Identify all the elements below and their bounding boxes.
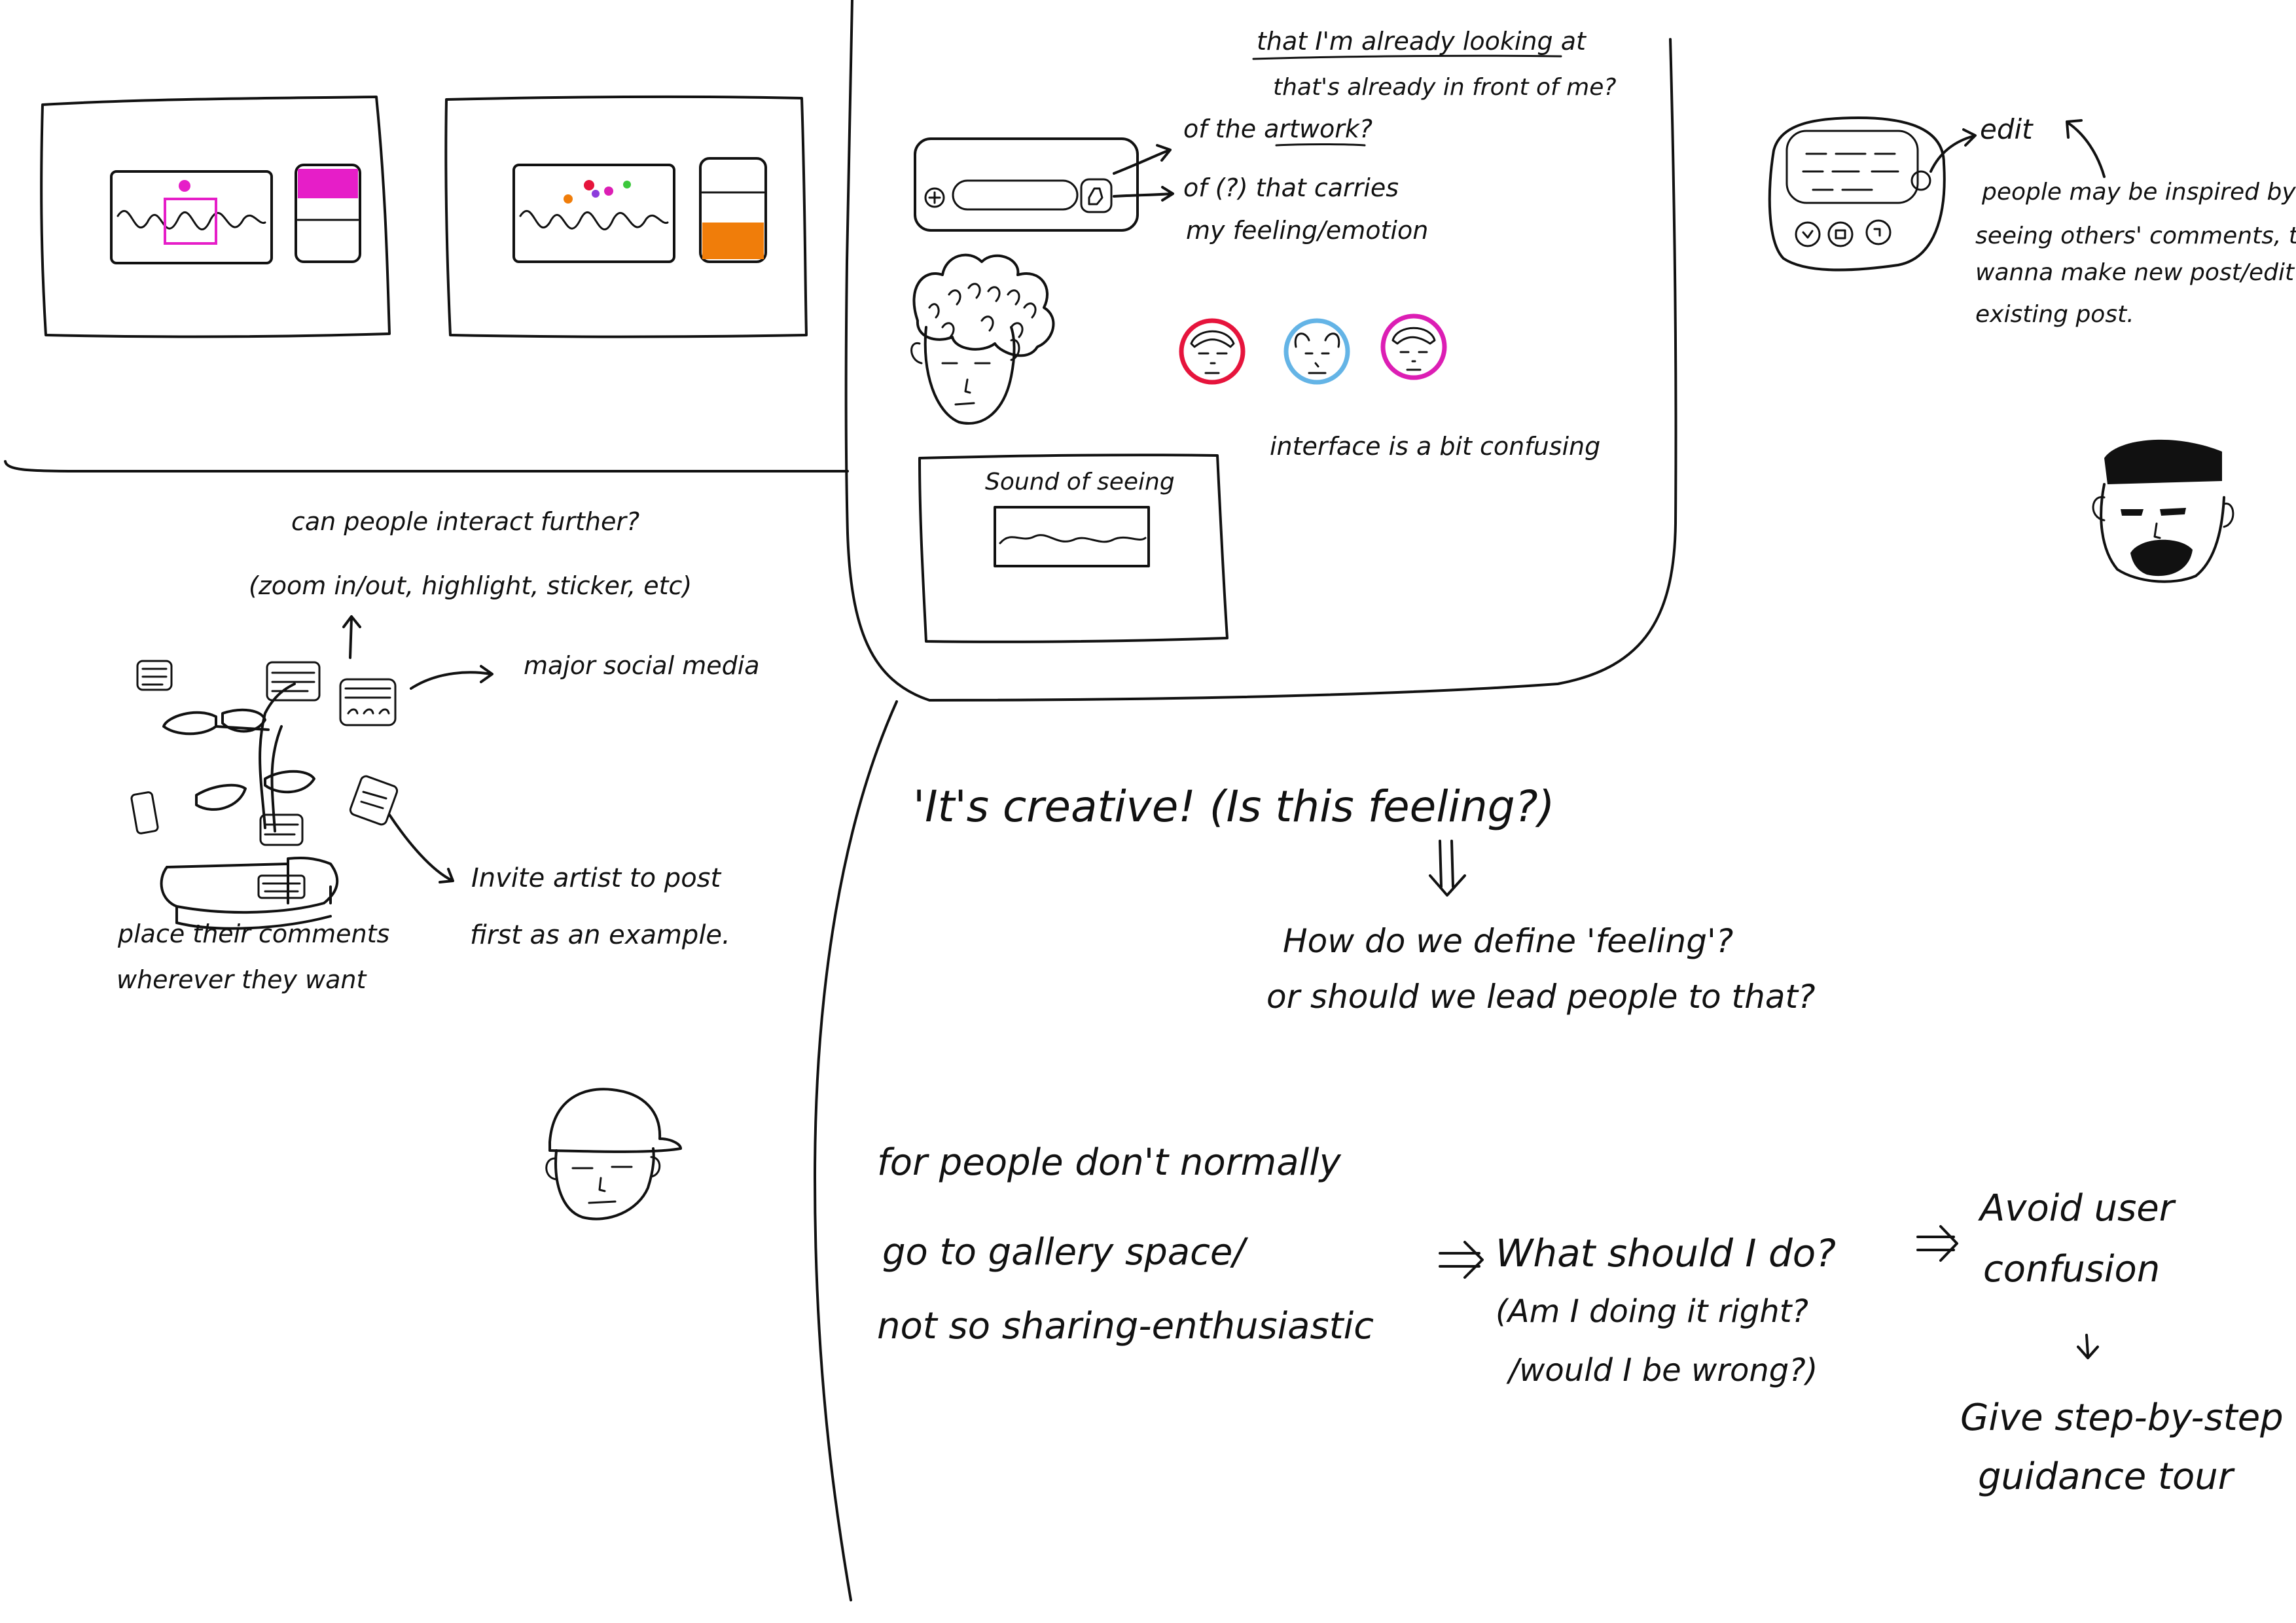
svg-text:that I'm already looking at: that I'm already looking at (1257, 27, 1587, 56)
for-people-note: for people don't normally go to gallery … (877, 1141, 1374, 1347)
what-should-i-do-note: What should I do? (Am I doing it right? … (1496, 1231, 1836, 1389)
arrow-up-to-edit (2066, 119, 2106, 178)
arrow-to-social-media (410, 665, 493, 690)
avatar-blue (1283, 318, 1350, 385)
svg-text:(Am I doing it right?: (Am I doing it right? (1496, 1293, 1808, 1330)
svg-text:How do we define 'feeling'?: How do we define 'feeling'? (1283, 922, 1733, 960)
magenta-selection-box (164, 198, 217, 245)
artwork-question-note: that I'm already looking at that's alrea… (1183, 27, 1616, 245)
bearded-user-face (2092, 439, 2234, 583)
edit-label: edit (1980, 113, 2034, 145)
arrow-down-to-guidance (2077, 1334, 2099, 1359)
svg-text:of (?) that carries: of (?) that carries (1183, 173, 1399, 202)
input-bar-sketch (914, 137, 1139, 232)
major-social-media-note: major social media (524, 651, 760, 680)
svg-text:wherever they want: wherever they want (117, 965, 367, 994)
svg-text:Give step-by-step: Give step-by-step (1960, 1397, 2284, 1439)
svg-text:people may be inspired by: people may be inspired by (1981, 179, 2296, 205)
phone-with-comments-sketch (1768, 116, 1946, 272)
svg-text:guidance tour: guidance tour (1978, 1455, 2235, 1498)
magenta-fill-block (298, 169, 358, 198)
screen-sketch-1 (40, 96, 391, 338)
center-panel-outline (846, 38, 1677, 702)
arrow-up-to-interact (342, 615, 361, 659)
svg-text:What should I do?: What should I do? (1496, 1231, 1836, 1275)
arrow-to-avoid (1916, 1225, 1958, 1262)
svg-text:for people don't normally: for people don't normally (877, 1141, 1342, 1184)
sound-of-seeing-sketch: Sound of seeing (918, 454, 1229, 643)
comment-tree-sculpture (130, 660, 399, 930)
svg-text:that's already in front of me?: that's already in front of me? (1273, 74, 1616, 101)
svg-text:can people interact further?: can people interact further? (291, 507, 639, 536)
orange-fill-block (702, 223, 764, 259)
svg-text:Invite artist to post: Invite artist to post (471, 863, 722, 893)
curly-hair-user-face (910, 253, 1055, 425)
arrow-to-what-should (1439, 1241, 1484, 1279)
avatar-red (1179, 318, 1246, 385)
svg-text:seeing others' comments, they: seeing others' comments, they (1975, 223, 2296, 249)
svg-text:my feeling/emotion: my feeling/emotion (1186, 216, 1428, 245)
magenta-dot (179, 180, 190, 192)
invite-artist-note: Invite artist to post first as an exampl… (470, 863, 730, 950)
svg-text:existing post.: existing post. (1975, 301, 2134, 328)
svg-text:/would I be wrong?): /would I be wrong?) (1506, 1352, 1818, 1389)
avoid-confusion-note: Avoid user confusion (1978, 1187, 2176, 1291)
svg-text:first as an example.: first as an example. (470, 920, 730, 950)
guidance-tour-note: Give step-by-step guidance tour (1960, 1397, 2284, 1498)
svg-text:of the artwork?: of the artwork? (1183, 115, 1372, 143)
svg-text:not so sharing-enthusiastic: not so sharing-enthusiastic (877, 1305, 1374, 1347)
screen-sketch-2 (444, 95, 808, 338)
svg-text:Sound of seeing: Sound of seeing (985, 469, 1175, 495)
svg-text:or should we lead people to th: or should we lead people to that? (1266, 978, 1816, 1016)
vertical-divider-top (844, 0, 853, 535)
edit-explanation-note: people may be inspired by seeing others'… (1975, 179, 2296, 328)
place-comments-note: place their comments wherever they want (117, 919, 389, 994)
interface-confusing-note: interface is a bit confusing (1270, 432, 1600, 461)
top-left-divider-line (4, 460, 849, 473)
cap-wearing-user-face (545, 1088, 682, 1221)
creative-quote: 'It's creative! (Is this feeling?) (913, 781, 1554, 832)
svg-text:go to gallery space/: go to gallery space/ (882, 1231, 1248, 1274)
svg-text:place their comments: place their comments (117, 919, 389, 948)
vertical-divider-bottom (814, 700, 898, 1601)
arrow-to-invite-artist (388, 813, 454, 883)
arrow-to-artwork (1113, 144, 1172, 175)
double-arrow-down (1429, 840, 1466, 897)
svg-text:wanna make new post/edit: wanna make new post/edit (1975, 259, 2295, 286)
svg-text:confusion: confusion (1983, 1248, 2160, 1291)
interact-further-note: can people interact further? (zoom in/ou… (249, 507, 692, 600)
define-feeling-note: How do we define 'feeling'? or should we… (1266, 922, 1816, 1016)
arrow-to-carries (1113, 186, 1174, 202)
svg-text:(zoom in/out, highlight, stick: (zoom in/out, highlight, sticker, etc) (249, 571, 692, 600)
svg-text:Avoid user: Avoid user (1978, 1187, 2176, 1230)
arrow-to-edit (1929, 128, 1977, 173)
avatar-pink (1380, 313, 1447, 380)
